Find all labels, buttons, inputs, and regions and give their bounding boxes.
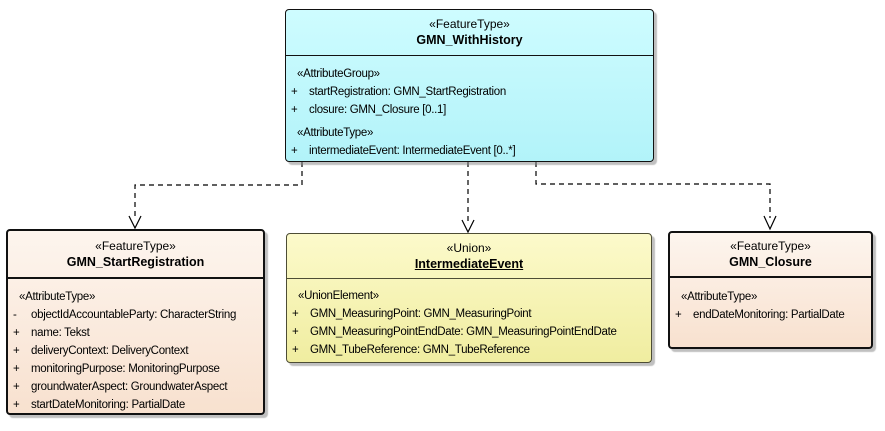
class-name: IntermediateEvent (414, 256, 524, 271)
dependency-arrow-to-intermediateevent[interactable] (461, 162, 475, 234)
visibility-prefix: + (292, 326, 299, 338)
section-stereotype-row: «AttributeType» (670, 288, 871, 306)
box-body: «AttributeType» - objectIdAccountablePar… (8, 279, 263, 413)
box-body: «UnionElement» + GMN_MeasuringPoint: GMN… (287, 279, 651, 359)
visibility-prefix: + (292, 344, 299, 356)
class-name: GMN_Closure (729, 255, 812, 269)
attribute-row: + endDateMonitoring: PartialDate (670, 306, 871, 324)
attribute-text: GMN_MeasuringPointEndDate: GMN_Measuring… (310, 326, 617, 338)
class-box-gmn-withhistory[interactable]: «FeatureType» GMN_WithHistory «Attribute… (285, 9, 654, 162)
visibility-prefix: + (13, 345, 20, 357)
stereotype-label: «FeatureType» (429, 17, 510, 31)
dependency-arrow-to-startregistration[interactable] (128, 162, 303, 230)
attribute-row: + monitoringPurpose: MonitoringPurpose (8, 360, 263, 378)
box-header: «FeatureType» GMN_Closure (670, 233, 871, 278)
attribute-row: + intermediateEvent: IntermediateEvent [… (286, 142, 653, 160)
box-body: «AttributeType» + endDateMonitoring: Par… (670, 278, 871, 324)
stereotype-label: «FeatureType» (730, 239, 811, 253)
section-stereotype-row: «UnionElement» (287, 287, 651, 305)
visibility-prefix: + (291, 145, 298, 157)
section-stereotype: «AttributeType» (297, 127, 374, 139)
class-box-gmn-startregistration[interactable]: «FeatureType» GMN_StartRegistration «Att… (6, 229, 265, 415)
stereotype-label: «FeatureType» (95, 238, 176, 253)
box-body: «AttributeGroup» + startRegistration: GM… (286, 56, 653, 160)
visibility-prefix: + (292, 308, 299, 320)
class-name: GMN_WithHistory (416, 33, 523, 47)
attribute-text: startDateMonitoring: PartialDate (31, 399, 186, 411)
attribute-text: name: Tekst (31, 327, 90, 339)
section-stereotype: «UnionElement» (298, 290, 379, 302)
visibility-prefix: + (13, 363, 20, 375)
visibility-prefix: + (13, 327, 20, 339)
attribute-text: GMN_MeasuringPoint: GMN_MeasuringPoint (310, 308, 532, 320)
attribute-text: deliveryContext: DeliveryContext (31, 345, 189, 357)
attribute-text: closure: GMN_Closure [0..1] (309, 104, 446, 116)
class-box-gmn-closure[interactable]: «FeatureType» GMN_Closure «AttributeType… (668, 231, 873, 349)
stereotype-label: «Union» (446, 240, 492, 255)
box-header: «FeatureType» GMN_WithHistory (286, 10, 653, 56)
attribute-row: + deliveryContext: DeliveryContext (8, 342, 263, 360)
attribute-row: - objectIdAccountableParty: CharacterStr… (8, 306, 263, 324)
section-stereotype-row: «AttributeType» (286, 124, 653, 142)
dependency-arrow-to-closure[interactable] (535, 162, 777, 231)
section-stereotype: «AttributeGroup» (297, 68, 380, 80)
visibility-prefix: + (291, 86, 298, 98)
attribute-row: + name: Tekst (8, 324, 263, 342)
visibility-prefix: + (675, 309, 682, 321)
dashed-line (535, 162, 771, 218)
class-name: GMN_StartRegistration (66, 254, 205, 269)
attribute-text: groundwaterAspect: GroundwaterAspect (31, 381, 228, 393)
visibility-prefix: - (13, 309, 17, 321)
section-stereotype-row: «AttributeType» (8, 288, 263, 306)
box-header: «Union» IntermediateEvent (287, 234, 651, 279)
open-arrowhead-icon (461, 219, 475, 234)
attribute-text: startRegistration: GMN_StartRegistration (309, 86, 506, 98)
dashed-line (134, 162, 303, 219)
section-stereotype: «AttributeType» (19, 291, 96, 303)
section-stereotype: «AttributeType» (681, 291, 758, 303)
open-arrowhead-icon (763, 215, 777, 231)
attribute-row: + GMN_MeasuringPoint: GMN_MeasuringPoint (287, 305, 651, 323)
attribute-text: GMN_TubeReference: GMN_TubeReference (310, 344, 530, 356)
attribute-text: objectIdAccountableParty: CharacterStrin… (31, 309, 237, 321)
attribute-row: + GMN_TubeReference: GMN_TubeReference (287, 341, 651, 359)
box-header: «FeatureType» GMN_StartRegistration (8, 231, 263, 279)
attribute-row: + closure: GMN_Closure [0..1] (286, 101, 653, 119)
attribute-row: + GMN_MeasuringPointEndDate: GMN_Measuri… (287, 323, 651, 341)
visibility-prefix: + (13, 381, 20, 393)
open-arrowhead-icon (128, 215, 142, 230)
visibility-prefix: + (291, 104, 298, 116)
attribute-row: + startRegistration: GMN_StartRegistrati… (286, 83, 653, 101)
attribute-text: monitoringPurpose: MonitoringPurpose (31, 363, 220, 375)
class-box-intermediateevent[interactable]: «Union» IntermediateEvent «UnionElement»… (286, 233, 652, 363)
visibility-prefix: + (13, 399, 20, 411)
attribute-row: + startDateMonitoring: PartialDate (8, 396, 263, 413)
attribute-text: endDateMonitoring: PartialDate (693, 309, 845, 321)
attribute-text: intermediateEvent: IntermediateEvent [0.… (309, 145, 516, 157)
attribute-row: + groundwaterAspect: GroundwaterAspect (8, 378, 263, 396)
section-stereotype-row: «AttributeGroup» (286, 65, 653, 83)
